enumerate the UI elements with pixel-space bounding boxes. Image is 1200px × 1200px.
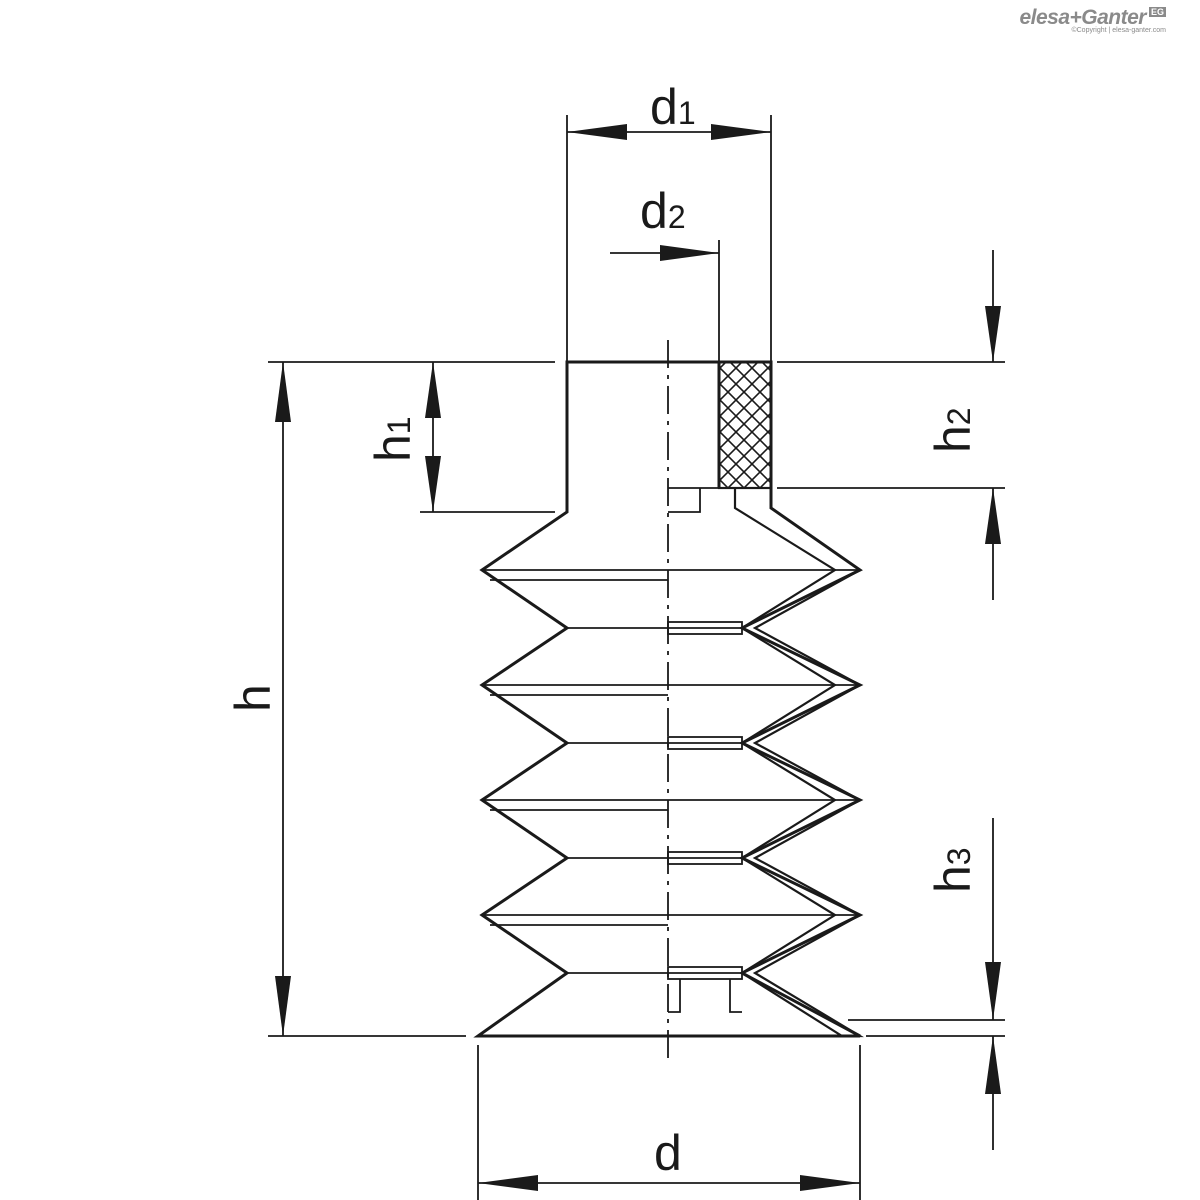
dim-h2-base: h xyxy=(925,425,981,453)
logo-copyright: ©Copyright | elesa-ganter.com xyxy=(1071,27,1166,34)
logo-badge: EG xyxy=(1148,7,1166,17)
dimension-d1: d1 xyxy=(567,79,771,140)
dim-d1-base: d xyxy=(650,79,678,135)
dimension-h1: h1 xyxy=(365,362,441,512)
dim-h3-base: h xyxy=(925,865,981,893)
dim-d-label: d xyxy=(654,1125,682,1181)
dim-d2-base: d xyxy=(640,183,668,239)
dimension-h: h xyxy=(225,362,291,1036)
dim-h3-sub: 3 xyxy=(941,847,977,865)
bore-step xyxy=(668,488,701,513)
dim-h2-sub: 2 xyxy=(941,407,977,425)
body-outline xyxy=(473,360,864,1038)
dim-h-label: h xyxy=(225,684,281,712)
logo-brand: elesa+Ganter xyxy=(1019,6,1146,29)
dimension-h2: h2 xyxy=(925,250,1001,600)
dimension-h3: h3 xyxy=(925,818,1001,1150)
dim-d1-sub: 1 xyxy=(678,95,696,131)
svg-text:d1: d1 xyxy=(650,79,696,135)
dim-d2-sub: 2 xyxy=(668,199,686,235)
extension-lines xyxy=(268,115,1005,1200)
dimension-d: d xyxy=(478,1125,860,1191)
svg-text:h3: h3 xyxy=(925,847,981,893)
dimension-d2: d2 xyxy=(610,183,719,261)
svg-text:h1: h1 xyxy=(365,416,421,462)
svg-text:d2: d2 xyxy=(640,183,686,239)
dim-h1-sub: 1 xyxy=(381,416,417,434)
neck-section-hatch xyxy=(717,360,773,490)
svg-text:h2: h2 xyxy=(925,407,981,453)
dim-h1-base: h xyxy=(365,434,421,462)
